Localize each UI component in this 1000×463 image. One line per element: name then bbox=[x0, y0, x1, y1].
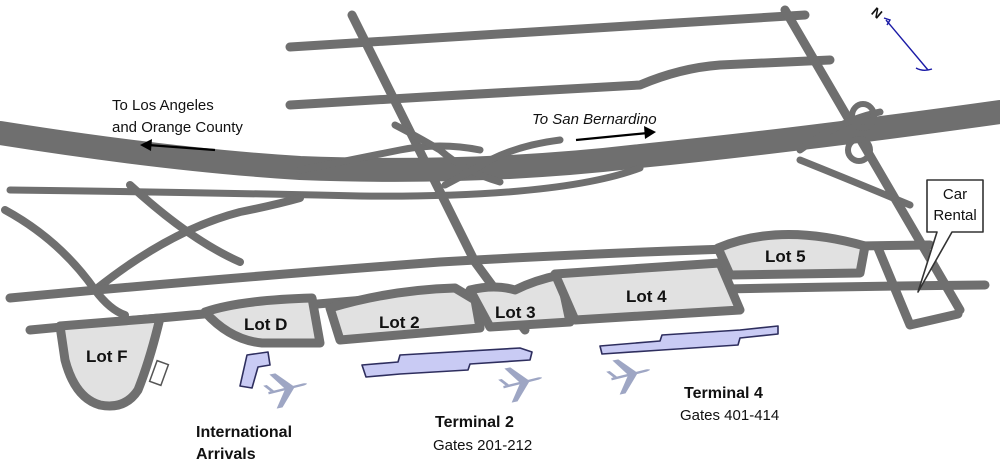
international-arrivals-line1: International bbox=[196, 424, 292, 441]
airplane-icon bbox=[498, 367, 542, 403]
terminal-4-building bbox=[599, 325, 779, 355]
terminal-2-name: Terminal 2 bbox=[435, 414, 514, 431]
callout-bubble bbox=[917, 179, 984, 293]
international-arrivals-line2: Arrivals bbox=[196, 446, 256, 463]
road-west-curve-3 bbox=[126, 181, 244, 266]
airplane-icon bbox=[606, 359, 650, 395]
callout-line1: Car bbox=[943, 186, 967, 203]
lot-5-label: Lot 5 bbox=[765, 247, 806, 266]
parking-lots bbox=[55, 229, 870, 411]
terminal-2-building bbox=[361, 347, 533, 378]
road-network bbox=[0, 5, 1000, 335]
direction-east: To San Bernardino bbox=[532, 111, 657, 128]
cloverleaf-loop-south bbox=[845, 136, 873, 164]
frontage-road-south bbox=[6, 164, 644, 200]
callout-line2: Rental bbox=[933, 207, 976, 224]
car-rental-callout: Car Rental bbox=[917, 179, 984, 293]
terminals bbox=[239, 325, 779, 389]
lot-3-label: Lot 3 bbox=[495, 303, 536, 322]
car-rental-loop bbox=[873, 243, 963, 330]
lot-2-label: Lot 2 bbox=[379, 313, 420, 332]
compass-icon: N bbox=[868, 4, 933, 71]
road-top-2 bbox=[285, 55, 835, 110]
ramp-3 bbox=[441, 136, 564, 189]
cloverleaf-loop-north bbox=[849, 101, 877, 131]
road-west-curve-2 bbox=[91, 194, 304, 294]
lot-f-area bbox=[55, 313, 165, 411]
airplane-icon bbox=[263, 373, 307, 409]
lot-4-label: Lot 4 bbox=[626, 287, 667, 306]
lot-f-building bbox=[148, 359, 170, 387]
terminal-4-name: Terminal 4 bbox=[684, 385, 763, 402]
terminal-2-gates: Gates 201-212 bbox=[433, 437, 532, 454]
labels: To Los Angeles and Orange County To San … bbox=[86, 97, 806, 463]
lot-f-label: Lot F bbox=[86, 347, 128, 366]
road-top-1 bbox=[285, 10, 810, 52]
direction-west-line1: To Los Angeles bbox=[112, 97, 214, 114]
lot-5-area bbox=[713, 229, 870, 280]
arrow-east-icon bbox=[644, 126, 656, 139]
arrow-east-shaft bbox=[575, 131, 649, 142]
international-arrivals-building bbox=[239, 351, 271, 389]
airplane-icons bbox=[263, 359, 650, 409]
compass-letter: N bbox=[868, 4, 885, 22]
terminal-4-gates: Gates 401-414 bbox=[680, 407, 779, 424]
direction-west-line2: and Orange County bbox=[112, 119, 243, 136]
ramp-1 bbox=[296, 142, 484, 174]
ramp-2 bbox=[391, 121, 504, 186]
road-west-curve-1 bbox=[1, 206, 129, 319]
direction-arrows bbox=[140, 126, 656, 152]
arrow-west-shaft bbox=[147, 143, 216, 152]
arrow-west-icon bbox=[140, 139, 152, 151]
lot-d-label: Lot D bbox=[244, 315, 287, 334]
lot-d-area bbox=[200, 293, 325, 348]
ramp-5 bbox=[796, 156, 914, 209]
